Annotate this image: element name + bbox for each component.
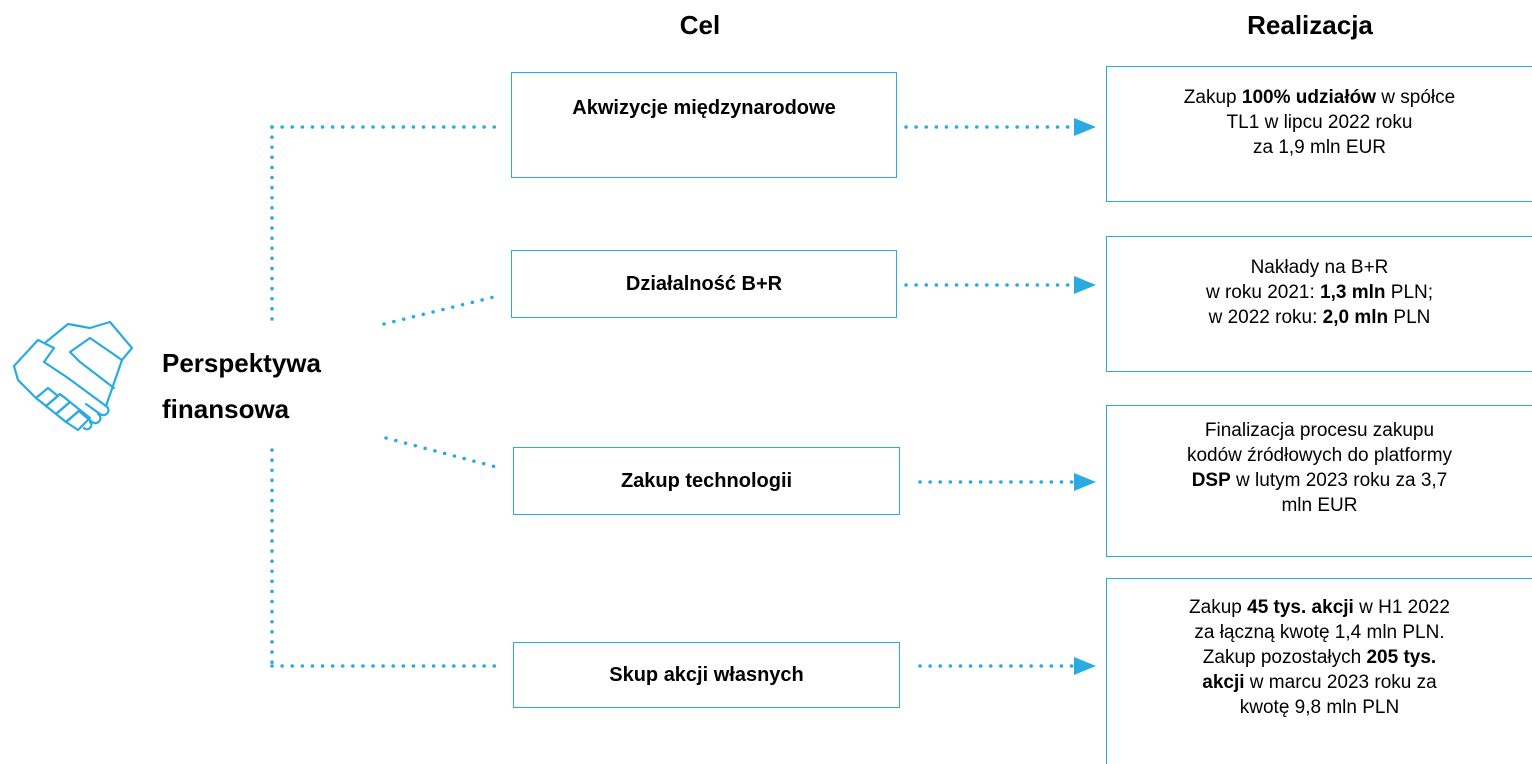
result-bold-text: akcji [1202,672,1245,693]
result-plain-text: za 1,9 mln EUR [1252,137,1387,158]
goal-label: Akwizycje międzynarodowe [572,97,836,119]
result-line: Zakup pozostałych 205 tys. [1189,645,1450,670]
arrowhead-3 [1074,473,1096,491]
result-plain-text: za łączną kwotę 1,4 mln PLN. [1194,622,1445,643]
goal-box-technology: Zakup technologii [513,447,900,515]
result-line: TL1 w lipcu 2022 roku [1184,110,1455,135]
goal-label: Zakup technologii [620,469,793,492]
perspective-line-2: finansowa [162,394,290,424]
result-bold-text: 2,0 mln [1322,307,1389,328]
perspective-label: Perspektywa finansowa [162,340,321,432]
result-plain-text: w 2022 roku: [1208,307,1323,328]
goal-box-rnd: Działalność B+R [511,250,897,318]
result-plain-text: Zakup [1183,87,1242,108]
result-plain-text: w marcu 2023 roku za [1244,672,1437,693]
result-column-header: Realizacja [1247,10,1373,40]
result-line: za łączną kwotę 1,4 mln PLN. [1189,620,1450,645]
goal-box-acquisitions: Akwizycje międzynarodowe [511,72,897,178]
result-line: w roku 2021: 1,3 mln PLN; [1206,280,1433,305]
result-line: akcji w marcu 2023 roku za [1189,670,1450,695]
result-line: mln EUR [1187,493,1452,518]
result-bold-text: DSP [1191,470,1231,491]
result-plain-text: w roku 2021: [1205,282,1321,303]
result-line: DSP w lutym 2023 roku za 3,7 [1187,468,1452,493]
connector-to-goal-3 [384,436,502,470]
result-bold-text: 1,3 mln [1320,282,1386,303]
result-plain-text: w H1 2022 [1353,597,1450,618]
arrowhead-1 [1074,118,1096,136]
goal-column-header: Cel [679,10,721,40]
arrowhead-4 [1074,657,1096,675]
result-line: w 2022 roku: 2,0 mln PLN [1206,305,1433,330]
result-box-technology: Finalizacja procesu zakupu kodów źródłowy… [1106,405,1532,557]
result-plain-text: Nakłady na B+R [1250,257,1389,278]
result-plain-text: kodów źródłowych do platformy [1186,445,1453,466]
goal-box-buyback: Skup akcji własnych [513,642,900,708]
connector-to-goal-2 [382,294,500,326]
goal-label: Skup akcji własnych [609,663,804,686]
result-plain-text: Zakup pozostałych [1202,647,1367,668]
result-plain-text: PLN [1388,307,1431,328]
result-line: Zakup 45 tys. akcji w H1 2022 [1189,595,1450,620]
result-plain-text: w spółce [1376,87,1456,108]
result-line: Zakup 100% udziałów w spółce [1184,85,1455,110]
result-line: Finalizacja procesu zakupu [1187,418,1452,443]
result-bold-text: 205 tys. [1366,647,1437,668]
result-bold-text: 45 tys. akcji [1247,597,1354,618]
perspective-line-1: Perspektywa [162,348,321,378]
handshake-icon [12,320,134,432]
result-bold-text: 100% udziałów [1241,87,1376,108]
result-text: Finalizacja procesu zakupu kodów źródłowy… [1187,418,1452,518]
result-plain-text: kwotę 9,8 mln PLN [1239,697,1400,718]
result-plain-text: PLN; [1385,282,1434,303]
result-plain-text: Zakup [1189,597,1248,618]
result-line: kodów źródłowych do platformy [1187,443,1452,468]
result-line: Nakłady na B+R [1206,255,1433,280]
arrowhead-2 [1074,276,1096,294]
result-plain-text: TL1 w lipcu 2022 roku [1226,112,1413,133]
result-line: kwotę 9,8 mln PLN [1189,695,1450,720]
result-line: za 1,9 mln EUR [1184,135,1455,160]
goal-label: Działalność B+R [625,272,783,295]
result-plain-text: w lutym 2023 roku za 3,7 [1230,470,1448,491]
result-plain-text: mln EUR [1281,495,1358,516]
result-plain-text: Finalizacja procesu zakupu [1204,420,1435,441]
